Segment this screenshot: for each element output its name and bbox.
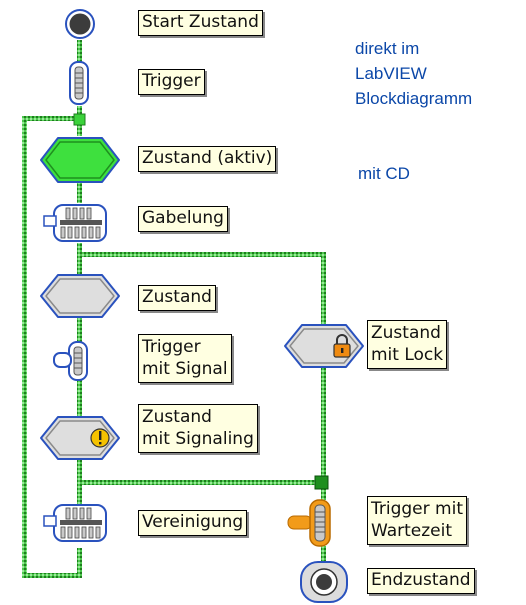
fork-icon xyxy=(43,204,107,242)
label-state-lock-line2: mit Lock xyxy=(371,345,444,365)
wire-fork-state xyxy=(77,243,82,277)
wire-loop-bottom xyxy=(22,573,82,578)
label-active-state: Zustand (aktiv) xyxy=(138,146,277,172)
state-signaling-icon xyxy=(40,416,120,460)
note-cd-text: mit CD xyxy=(358,164,410,183)
wire-junction-trigger-wait xyxy=(321,486,326,500)
label-start-state: Start Zustand xyxy=(138,10,263,36)
trigger-with-signal-icon xyxy=(53,341,88,381)
label-trigger: Trigger xyxy=(138,69,205,95)
wire-join-branch-h xyxy=(77,480,326,485)
label-fork-text: Gabelung xyxy=(142,208,224,228)
join-icon xyxy=(43,504,107,542)
start-state-icon xyxy=(65,9,95,39)
label-fork: Gabelung xyxy=(138,206,228,232)
wire-join-loop xyxy=(77,548,82,578)
label-state-signaling-line1: Zustand xyxy=(142,407,212,427)
junction-node xyxy=(314,475,329,490)
junction-node xyxy=(73,113,86,126)
label-trigger-wait: Trigger mit Wartezeit xyxy=(367,496,467,545)
label-state-text: Zustand xyxy=(142,287,212,307)
note-blockdiagram-line3: Blockdiagramm xyxy=(355,89,473,108)
label-join: Vereinigung xyxy=(138,510,248,536)
label-end-state-text: Endzustand xyxy=(371,570,471,590)
label-trigger-text: Trigger xyxy=(142,71,201,91)
wire-trigger-signaling xyxy=(77,380,82,418)
label-join-text: Vereinigung xyxy=(142,512,244,532)
wire-fork-branch-h xyxy=(82,252,326,257)
wire-loop-top xyxy=(22,116,82,121)
state-lock-icon xyxy=(284,324,364,368)
label-trigger-wait-line2: Wartezeit xyxy=(371,521,453,541)
trigger-icon xyxy=(69,61,89,105)
label-end-state: Endzustand xyxy=(367,568,475,594)
label-trigger-wait-line1: Trigger mit xyxy=(371,499,463,519)
wire-start-trigger xyxy=(77,40,82,62)
note-blockdiagram-line1: direkt im xyxy=(355,39,420,58)
wire-active-fork xyxy=(77,183,82,203)
label-active-state-text: Zustand (aktiv) xyxy=(142,148,273,168)
label-trigger-signal: Trigger mit Signal xyxy=(138,334,232,383)
label-trigger-signal-line1: Trigger xyxy=(142,337,201,357)
state-icon xyxy=(40,274,120,318)
label-trigger-signal-line2: mit Signal xyxy=(142,359,228,379)
active-state-icon xyxy=(40,137,120,183)
label-state: Zustand xyxy=(138,285,216,311)
label-state-signaling-line2: mit Signaling xyxy=(142,429,254,449)
label-state-lock-line1: Zustand xyxy=(371,323,441,343)
note-cd: mit CD xyxy=(358,161,410,186)
wires xyxy=(22,40,326,578)
note-blockdiagram: direkt im LabVIEW Blockdiagramm xyxy=(355,36,472,111)
wire-loop-left xyxy=(22,116,27,578)
wire-branch-right xyxy=(321,252,326,492)
label-state-lock: Zustand mit Lock xyxy=(367,320,448,369)
end-state-icon xyxy=(300,561,348,603)
wire-state-trigger-signal xyxy=(77,316,82,342)
note-blockdiagram-line2: LabVIEW xyxy=(355,64,427,83)
label-state-signaling: Zustand mit Signaling xyxy=(138,404,258,453)
label-start-state-text: Start Zustand xyxy=(142,12,259,32)
trigger-wait-icon xyxy=(287,499,331,547)
wire-trigger-end xyxy=(321,546,326,562)
